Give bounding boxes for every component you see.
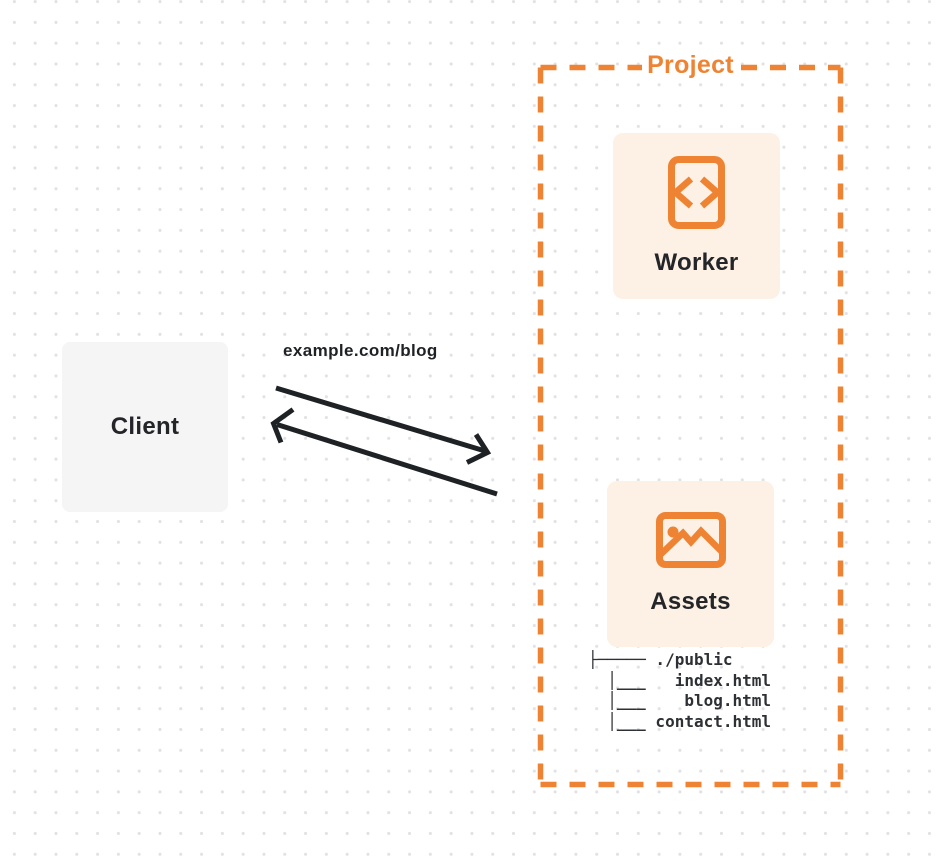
request-arrowhead [465, 433, 492, 465]
worker-label: Worker [654, 248, 739, 276]
client-label: Client [110, 413, 180, 440]
assets-label: Assets [650, 588, 731, 615]
image-icon [655, 512, 726, 568]
response-arrowhead [270, 407, 295, 444]
assets-node: Assets [607, 481, 774, 647]
assets-file-tree: ├───── ./public │___ index.html │___ blo… [588, 650, 772, 731]
response-arrow-line [276, 422, 498, 497]
client-node: Client [62, 342, 228, 512]
request-arrow-line [275, 385, 486, 454]
request-url-label: example.com/blog [283, 341, 438, 360]
worker-node: Worker [613, 133, 780, 299]
project-label: Project [647, 51, 734, 79]
code-icon [668, 155, 725, 229]
